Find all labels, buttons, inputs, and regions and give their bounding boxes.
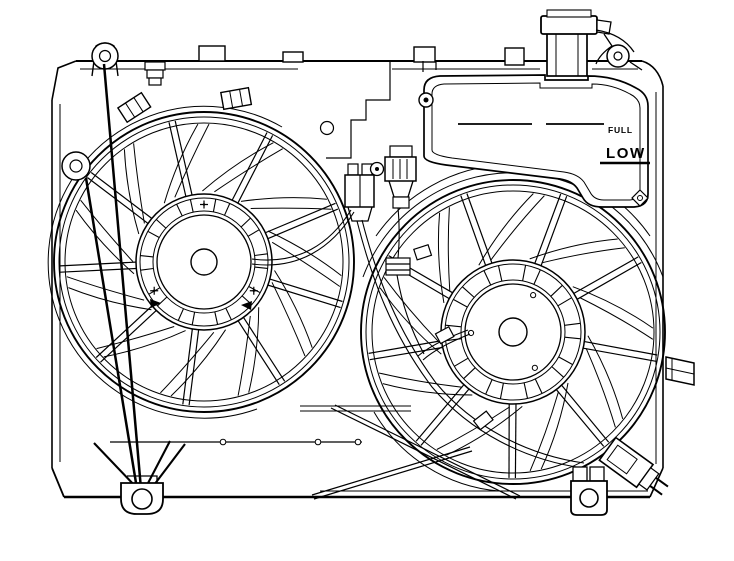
- left-shroud-arc: [47, 105, 283, 419]
- filler-neck: [546, 31, 588, 77]
- right-fan: [360, 179, 666, 485]
- mount-tab: [413, 46, 436, 63]
- support-brace: [84, 177, 139, 490]
- cross-brace: [330, 404, 521, 500]
- power-connector: [598, 436, 669, 496]
- mounting-foot-left: [120, 475, 164, 515]
- frame-hole: [319, 120, 335, 136]
- coolant-reservoir: FULL LOW: [423, 74, 650, 208]
- filler-neck-group: [418, 9, 643, 108]
- filler-neck-lines: [555, 34, 579, 76]
- lower-rail: [300, 405, 411, 412]
- wire-harness: [251, 206, 585, 469]
- reservoir-outline: [423, 74, 649, 208]
- harness-clips: [385, 244, 494, 431]
- mount-grommet-left: [61, 151, 91, 181]
- rotation-arrows: [150, 299, 252, 310]
- left-motor-wire: [251, 209, 355, 266]
- motor-connector-right: [384, 145, 417, 209]
- frame-top-left-corner: [51, 60, 77, 101]
- mount-tab: [198, 45, 226, 62]
- connector-b-wire: [396, 206, 425, 355]
- mount-grommet-top-right-hole: [613, 51, 623, 61]
- support-brace: [102, 63, 143, 490]
- rivet: [314, 438, 322, 446]
- wire-clip: [413, 244, 433, 261]
- mount-grommet-left-hole: [69, 159, 83, 173]
- frame-bottom-right-corner: [649, 467, 664, 498]
- harness-wire: [361, 219, 585, 464]
- frame-notch: [326, 61, 391, 159]
- reservoir-screw: [631, 189, 649, 207]
- star-washer-center: [375, 167, 379, 171]
- foot-hole: [131, 488, 153, 510]
- wire-clip: [434, 326, 455, 345]
- mount-grommet-top-right: [606, 44, 630, 68]
- wire-clip: [385, 257, 411, 276]
- foot-hole: [579, 488, 599, 508]
- reservoir-grommet-hole: [423, 97, 429, 103]
- frame-top-right-corner: [641, 60, 664, 87]
- frame-tabs: [144, 45, 525, 86]
- mount-tab: [282, 51, 304, 63]
- right-shroud-arc-lower: [373, 411, 500, 492]
- reservoir-screw-center: [637, 195, 643, 201]
- reservoir-cap: [540, 15, 598, 35]
- low-label: LOW: [606, 145, 646, 162]
- reservoir-cap-top: [546, 9, 592, 18]
- side-bracket-right: [665, 356, 695, 386]
- mount-tab: [504, 47, 525, 66]
- frame-bottom-left-corner: [51, 467, 65, 498]
- harness-wire: [356, 220, 584, 469]
- connector-pins: [649, 476, 669, 496]
- lower-rails: [110, 404, 521, 500]
- rivet: [219, 438, 227, 446]
- mounting-foot-right: [570, 466, 608, 516]
- wire-clip: [472, 410, 494, 431]
- left-fan: [53, 111, 355, 413]
- wire-clip-detail: [386, 263, 410, 271]
- reservoir-tab: [422, 61, 437, 72]
- mount-grommet-top-left-hole: [98, 49, 112, 63]
- wire-clip-top: [144, 61, 166, 86]
- rivet: [354, 438, 362, 446]
- full-label: FULL: [608, 125, 633, 135]
- motor-connector-left: [344, 163, 375, 222]
- left-mount-bracket: [61, 42, 186, 490]
- fan-rim-tabs: [116, 86, 253, 124]
